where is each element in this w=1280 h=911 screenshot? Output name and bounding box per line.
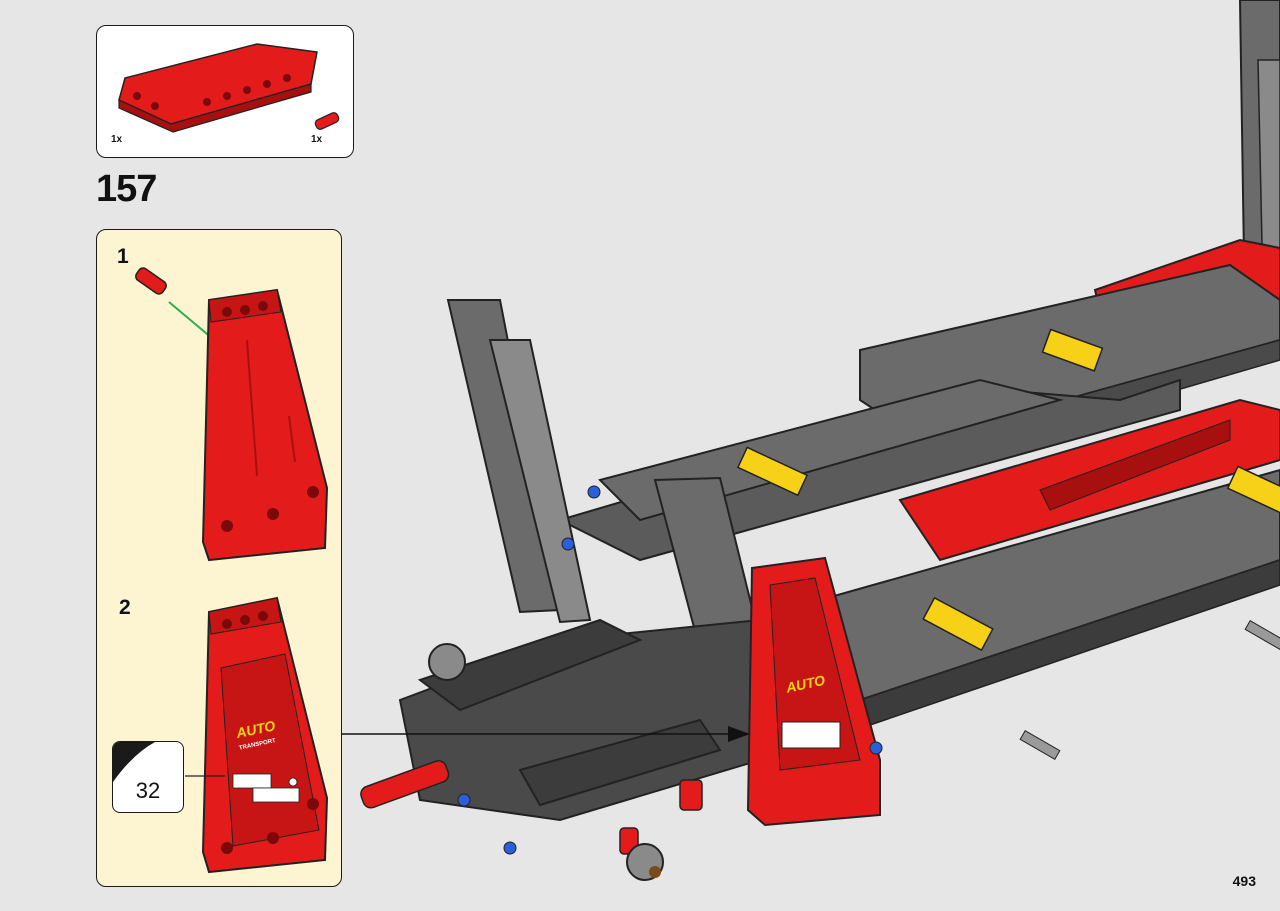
substep-1-number: 1 [117,245,129,268]
parts-list: 1x 1x [96,25,354,158]
sticker-number: 32 [135,778,161,803]
parts-illustrations [118,43,340,133]
red-technic-pin-icon [314,112,340,130]
part-qty-pin: 1x [311,134,323,145]
substep-2-panel: AUTO TRANSPORT [201,596,329,874]
page-number: 493 [1232,873,1256,889]
substep-1-pin [135,267,167,295]
substeps-panel: 1 2 AUTO TRANSPORT [96,229,342,887]
substep-1-panel [201,288,329,562]
part-qty-panel: 1x [111,134,123,145]
sticker-callout: 32 [112,741,184,813]
substep-illustrations: AUTO TRANSPORT [135,267,329,874]
sticker-corner-icon [113,742,155,782]
red-technic-panel-icon [118,43,318,133]
substep-2-number: 2 [119,596,131,619]
step-number: 157 [96,168,157,210]
